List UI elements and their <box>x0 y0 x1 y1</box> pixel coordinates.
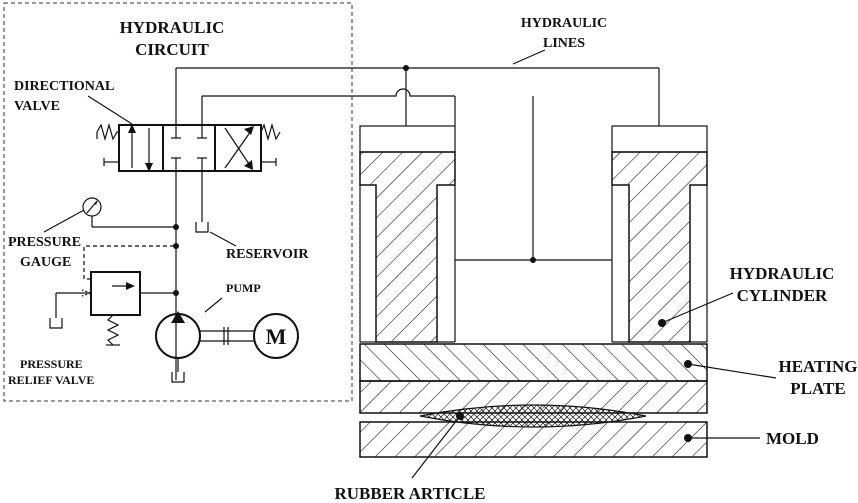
hydraulic-line-second <box>202 88 455 97</box>
hydraulic-lines-label-1: HYDRAULIC <box>521 16 607 31</box>
reservoir-leader <box>209 231 237 247</box>
directional-valve-leader <box>87 95 133 125</box>
pump-arrow <box>171 311 185 323</box>
pressure-relief-label-2: RELIEF VALVE <box>8 373 94 387</box>
heating-plate-label-1: HEATING <box>778 357 857 376</box>
heating-plate-label-2: PLATE <box>790 379 845 398</box>
directional-valve-label-1: DIRECTIONAL <box>14 79 114 94</box>
directional-valve-label-2: VALVE <box>14 99 60 114</box>
hydraulic-cylinder-leader <box>663 292 734 323</box>
pump-label: PUMP <box>226 281 261 295</box>
hydraulic-cylinder-label-1: HYDRAULIC <box>730 264 835 283</box>
hydraulic-lines-leader <box>512 49 546 65</box>
reservoir-label: RESERVOIR <box>226 247 309 262</box>
mold-label: MOLD <box>766 429 819 448</box>
rubber-article-leader <box>411 415 461 479</box>
pressure-gauge-label-1: PRESSURE <box>8 235 81 250</box>
heating-plate-leader <box>687 363 777 379</box>
gauge-needle-tip <box>95 200 98 205</box>
gauge-junction <box>173 224 179 230</box>
reservoir-symbol <box>195 222 209 233</box>
hydraulic-press <box>359 96 708 458</box>
pressure-gauge-label-2: GAUGE <box>20 255 71 270</box>
mold-dot <box>684 434 692 442</box>
relief-junction <box>173 290 179 296</box>
pump-leader <box>204 297 223 313</box>
pressure-relief-label-1: PRESSURE <box>20 357 83 371</box>
rubber-article-dot <box>456 412 464 420</box>
rubber-article-label: RUBBER ARTICLE <box>334 484 485 503</box>
gauge-needle <box>86 200 98 214</box>
motor-icon <box>253 313 299 359</box>
pump-tank-symbol <box>171 372 185 383</box>
directional-valve <box>96 122 281 172</box>
motor-label: M <box>266 324 287 349</box>
hydraulic-cylinder-label-2: CYLINDER <box>737 286 828 305</box>
hydraulic-circuit-title-2: CIRCUIT <box>135 40 209 59</box>
heating-plate-dot <box>684 360 692 368</box>
pressure-relief-valve <box>49 245 176 346</box>
hydraulic-circuit-title-1: HYDRAULIC <box>120 18 225 37</box>
junction-dot <box>403 65 409 71</box>
hydraulic-lines-label-2: LINES <box>543 36 585 51</box>
pressure-gauge-leader <box>43 209 85 233</box>
hydraulic-cylinder-dot <box>658 319 666 327</box>
pilot-junction <box>173 243 179 249</box>
hydraulic-circuit-boundary <box>3 2 353 402</box>
